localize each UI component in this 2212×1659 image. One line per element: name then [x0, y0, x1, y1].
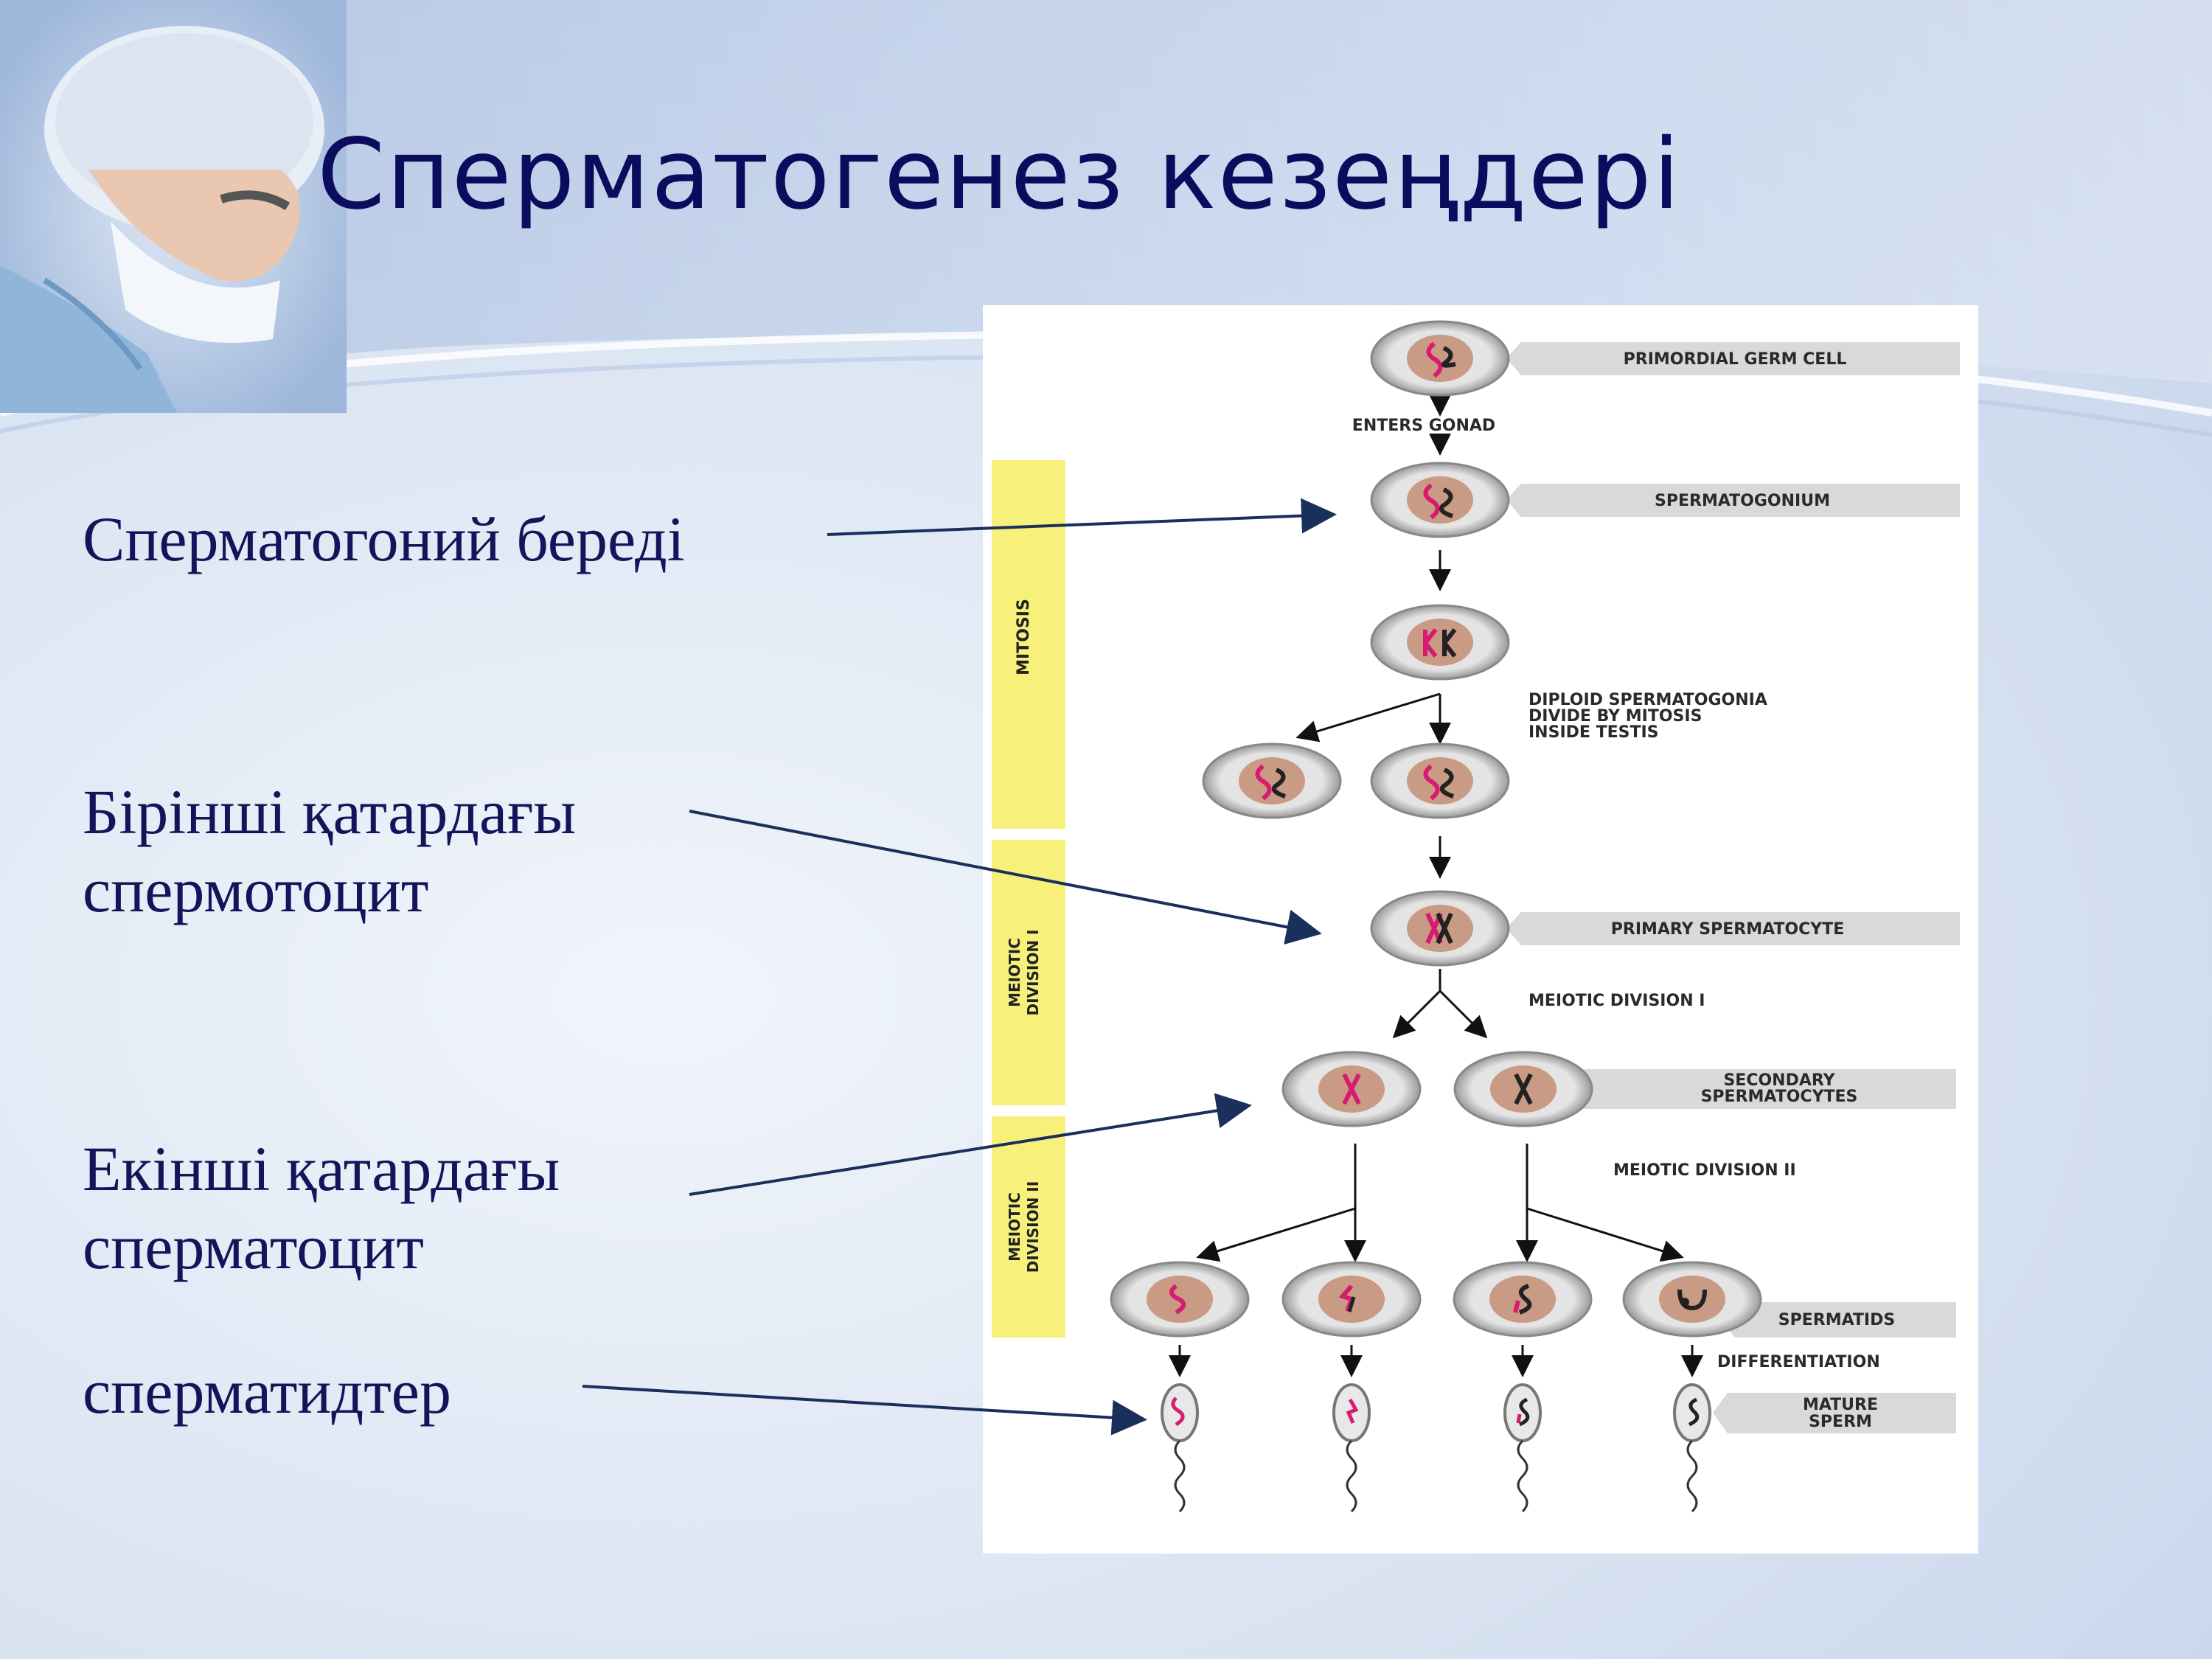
- cell-spermatid-4: [1622, 1261, 1762, 1338]
- stage-mature-line2: SPERM: [1809, 1413, 1872, 1431]
- cell-primordial: [1370, 320, 1510, 397]
- cell-daughter-left: [1202, 742, 1342, 819]
- band-meiotic2-line1: MEIOTIC: [1006, 1192, 1023, 1262]
- tag-mature: [1713, 1393, 1956, 1433]
- label-primary-line1: Бірінші қатардағы: [83, 776, 577, 847]
- band-meiotic2-line2: DIVISION II: [1024, 1181, 1042, 1273]
- arrow-to-secondary-spermatocyte: [689, 1093, 1252, 1196]
- spermatogenesis-diagram: MITOSIS MEIOTIC DIVISION I MEIOTIC DIVIS…: [983, 305, 1978, 1554]
- tag-primordial: [1506, 342, 1960, 375]
- label-spermatogonium-text: Сперматогоний береді: [83, 504, 685, 574]
- mature-sperm-3: [1503, 1383, 1542, 1513]
- arrow-to-spermatids: [582, 1385, 1147, 1436]
- label-spermatogonium: Сперматогоний береді: [83, 500, 685, 578]
- band-mitosis-label: MITOSIS: [1015, 599, 1033, 675]
- label-secondary-spermatocyte: Екінші қатардағы сперматоцит: [83, 1130, 560, 1286]
- label-spermatids-text: сперматидтер: [83, 1356, 451, 1427]
- tag-spermatids: [1720, 1302, 1956, 1338]
- label-spermatids: сперматидтер: [83, 1352, 451, 1430]
- mature-sperm-2: [1332, 1383, 1371, 1513]
- stage-meiotic1-label: MEIOTIC DIVISION I: [1528, 992, 1705, 1010]
- label-secondary-line1: Екінші қатардағы: [83, 1133, 560, 1204]
- cell-spermatid-1: [1110, 1261, 1250, 1338]
- cell-primary-spermatocyte: [1370, 890, 1510, 967]
- cell-secondary-left: [1281, 1051, 1422, 1127]
- stage-secondary-line2: SPERMATOCYTES: [1701, 1088, 1858, 1106]
- tag-secondary: [1538, 1069, 1956, 1109]
- arrow-to-primary-spermatocyte: [689, 810, 1322, 945]
- stage-meiotic2-label: MEIOTIC DIVISION II: [1613, 1161, 1796, 1180]
- stage-diploid-line3: INSIDE TESTIS: [1528, 723, 1659, 742]
- band-meiotic1-line2: DIVISION I: [1024, 930, 1042, 1016]
- cell-diploid-spermatogonium: [1370, 604, 1510, 681]
- mature-sperm-1: [1161, 1383, 1199, 1513]
- stage-primordial-label: PRIMORDIAL GERM CELL: [1624, 350, 1847, 369]
- stage-enters-gonad-label: ENTERS GONAD: [1352, 417, 1495, 435]
- stage-diploid-line2: DIVIDE BY MITOSIS: [1528, 707, 1702, 726]
- stage-spermatogonium-label: SPERMATOGONIUM: [1655, 492, 1830, 510]
- mature-sperm-4: [1673, 1383, 1711, 1513]
- cell-secondary-right: [1453, 1051, 1593, 1127]
- stage-differentiation-label: DIFFERENTIATION: [1717, 1353, 1880, 1371]
- cell-spermatid-3: [1453, 1261, 1593, 1338]
- stage-spermatids-label: SPERMATIDS: [1778, 1311, 1895, 1329]
- stage-secondary-line1: SECONDARY: [1723, 1071, 1835, 1090]
- band-meiotic1-line1: MEIOTIC: [1006, 938, 1023, 1007]
- surgeon-illustration: [0, 0, 347, 413]
- stage-primary-label: PRIMARY SPERMATOCYTE: [1611, 920, 1844, 939]
- label-secondary-line2: сперматоцит: [83, 1211, 424, 1282]
- band-meiotic-2: [992, 1116, 1065, 1338]
- tag-spermatogonium: [1506, 484, 1960, 517]
- arrow-to-spermatogonium: [827, 498, 1337, 536]
- tag-primary: [1506, 912, 1960, 945]
- stage-diploid-line1: DIPLOID SPERMATOGONIA: [1528, 691, 1767, 709]
- cell-daughter-right: [1370, 742, 1510, 819]
- stage-mature-line1: MATURE: [1803, 1396, 1878, 1414]
- label-primary-line2: спермотоцит: [83, 855, 429, 925]
- cell-spermatogonium: [1370, 462, 1510, 538]
- cell-spermatid-2: [1281, 1261, 1422, 1338]
- band-mitosis: [992, 460, 1065, 829]
- slide-title: Сперматогенез кезеңдері: [317, 118, 1682, 232]
- label-primary-spermatocyte: Бірінші қатардағы спермотоцит: [83, 773, 576, 929]
- band-meiotic-1: [992, 840, 1065, 1105]
